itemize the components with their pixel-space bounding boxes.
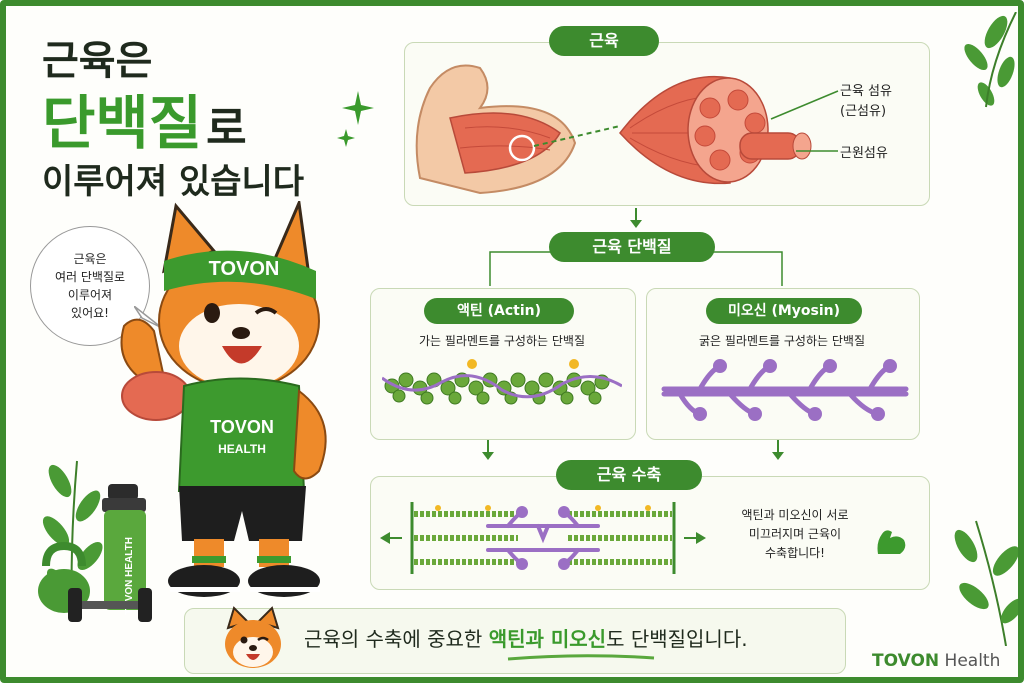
fox-face-icon xyxy=(225,606,281,668)
actin-filament-icon xyxy=(382,359,622,405)
brand-light: Health xyxy=(939,651,1001,671)
shirt-text-line1: TOVON xyxy=(210,417,274,437)
headline-line1: 근육은 xyxy=(42,38,153,84)
highlight-underline-icon xyxy=(507,654,655,661)
headline-protein: 단백질 xyxy=(42,89,203,157)
contraction-desc: 액틴과 미오신이 서로 미끄러지며 근육이 수축합니다! xyxy=(741,508,849,560)
bottle-text: TOVON HEALTH xyxy=(124,537,135,615)
speech-bubble-text: 근육은 여러 단백질로 이루어져 있어요! xyxy=(54,252,126,320)
label-muscle-fiber-sub: (근섬유) xyxy=(840,104,887,119)
label-leader-lines xyxy=(770,90,839,152)
bottom-text-part1: 근육의 수축에 중요한 xyxy=(304,627,489,651)
contraction-title: 근육 수축 xyxy=(556,460,702,490)
brand-bold: TOVON xyxy=(872,651,940,671)
myosin-title: 미오신 (Myosin) xyxy=(706,298,862,324)
down-arrows xyxy=(482,440,784,460)
myosin-filament-icon xyxy=(661,359,909,421)
fox-mascot-icon: TOVON TOVON HEALTH xyxy=(120,201,327,597)
speech-bubble: 근육은 여러 단백질로 이루어져 있어요! xyxy=(30,226,150,346)
flexed-bicep-icon xyxy=(877,530,906,554)
leaf-decoration-icon xyxy=(964,12,1017,108)
shirt-text-line2: HEALTH xyxy=(218,442,266,456)
headline-line3: 이루어져 있습니다 xyxy=(42,162,305,202)
speech-bubble-tail-icon xyxy=(134,306,163,329)
headband-text: TOVON xyxy=(209,258,280,280)
shaker-bottle-icon: TOVON HEALTH xyxy=(38,484,152,622)
plant-decoration-icon xyxy=(954,520,1018,646)
headline-line2: 단백질로 xyxy=(42,76,247,160)
brand-logo: TOVON Health xyxy=(872,651,1000,671)
protein-title: 근육 단백질 xyxy=(549,232,715,262)
bottom-text-highlight: 액틴과 미오신 xyxy=(488,627,607,651)
actin-title: 액틴 (Actin) xyxy=(424,298,574,324)
actin-desc: 가는 필라멘트를 구성하는 단백질 xyxy=(418,334,585,348)
muscle-arm-illustration-icon xyxy=(415,64,812,195)
sparkle-icon xyxy=(337,91,374,147)
label-muscle-fiber: 근육 섬유 xyxy=(840,84,892,99)
muscle-title: 근육 xyxy=(549,26,659,56)
label-myofibril: 근원섬유 xyxy=(840,146,888,161)
bottom-text-part2: 도 단백질입니다. xyxy=(606,627,748,651)
headline-suffix: 로 xyxy=(206,103,247,154)
contraction-panel xyxy=(370,476,930,590)
bottom-banner-text: 근육의 수축에 중요한 액틴과 미오신도 단백질입니다. xyxy=(304,623,748,652)
myosin-desc: 굵은 필라멘트를 구성하는 단백질 xyxy=(698,334,865,348)
sarcomere-contraction-icon xyxy=(380,502,706,574)
bottom-banner xyxy=(184,608,846,674)
